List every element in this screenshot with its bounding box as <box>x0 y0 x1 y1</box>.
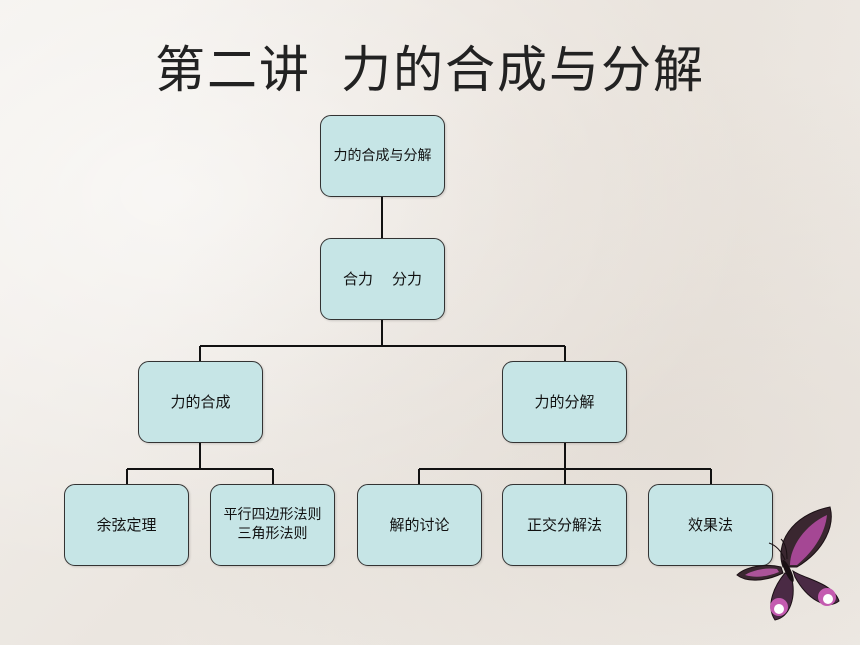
node-solution-discussion: 解的讨论 <box>357 484 482 566</box>
node-orthogonal-decomposition: 正交分解法 <box>502 484 627 566</box>
node-orthogonal-decomposition-label: 正交分解法 <box>526 515 602 534</box>
node-parallelogram-rule: 平行四边形法则 三角形法则 <box>210 484 335 566</box>
node-resultant-component: 合力 分力 <box>320 238 445 320</box>
node-root-label: 力的合成与分解 <box>333 147 432 164</box>
node-decomposition-label: 力的分解 <box>534 392 595 411</box>
title-lecture: 第二讲 <box>155 41 311 99</box>
node-effect-method-label: 效果法 <box>687 515 733 534</box>
node-effect-method: 效果法 <box>648 484 773 566</box>
node-root: 力的合成与分解 <box>320 115 445 197</box>
butterfly-icon <box>736 506 840 621</box>
node-solution-discussion-label: 解的讨论 <box>389 515 450 534</box>
node-composition-label: 力的合成 <box>170 392 231 411</box>
title-topic: 力的合成与分解 <box>341 41 705 99</box>
node-decomposition: 力的分解 <box>502 361 627 443</box>
node-cosine-law: 余弦定理 <box>64 484 189 566</box>
node-resultant-component-label: 合力 分力 <box>342 269 423 288</box>
node-parallelogram-rule-label: 平行四边形法则 三角形法则 <box>223 507 322 542</box>
node-cosine-law-label: 余弦定理 <box>96 515 157 534</box>
page-title: 第二讲力的合成与分解 <box>0 30 860 102</box>
node-composition: 力的合成 <box>138 361 263 443</box>
